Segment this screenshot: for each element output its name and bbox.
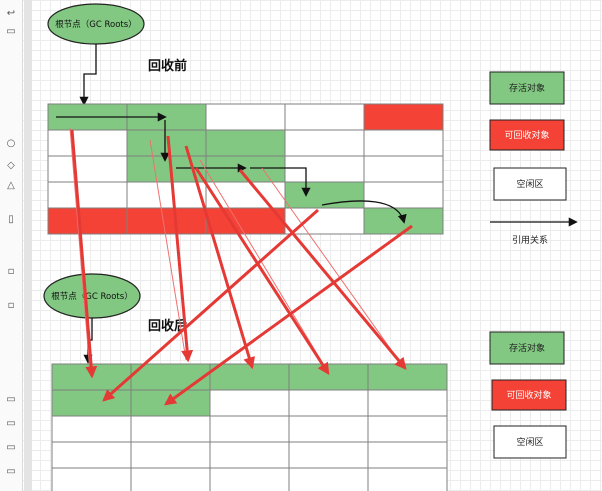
before-cell-live[interactable] [126,129,207,157]
legend-live-swatch[interactable] [489,71,565,105]
compaction-arrows [69,127,413,406]
legend-free-swatch[interactable] [493,425,567,459]
move-arrow [70,129,98,379]
shape-icon[interactable]: ▫ [7,266,15,277]
after-cell-free[interactable] [367,389,448,417]
after-cell-free[interactable] [367,467,448,491]
shape-icon[interactable]: ▭ [6,418,16,429]
left-toolbar: ↩ ▭ ○ ◇ △ ▯ ▫ ▫ ▭ ▭ ▭ ▭ [0,0,23,491]
before-cell-free[interactable] [363,181,444,209]
legend-live-label: 存活对象 [509,82,545,94]
before-cell-free[interactable] [284,129,365,157]
legend-garbage-label: 可回收对象 [504,129,549,141]
title-after: 回收后 [148,318,187,334]
shape-icon[interactable]: ◇ [7,160,15,171]
shape-icon[interactable]: ▭ [6,394,16,405]
after-cell-free[interactable] [130,415,211,443]
after-cell-free[interactable] [130,441,211,469]
circle-icon[interactable]: ○ [6,138,16,149]
before-cell-free[interactable] [363,155,444,183]
before-grid [47,103,444,235]
after-cell-free[interactable] [209,415,290,443]
after-section: 根节点（GC Roots） 回收后 [43,273,448,491]
after-cell-free[interactable] [51,441,132,469]
after-cell-free[interactable] [367,441,448,469]
legend-reference-label: 引用关系 [512,234,548,246]
reference-arrow [321,200,407,224]
legend-free-label: 空闲区 [516,178,543,190]
before-cell-free[interactable] [284,207,365,235]
legend-free-label: 空闲区 [516,436,543,448]
after-cell-free[interactable] [288,441,369,469]
legend-garbage-swatch[interactable] [491,379,567,411]
after-cell-free[interactable] [367,415,448,443]
before-cell-free[interactable] [205,103,286,131]
legend-garbage-swatch[interactable] [489,119,565,151]
gc-roots-label-before: 根节点（GC Roots） [55,19,136,30]
toolbar-icon[interactable]: ↩ [6,8,16,19]
before-cell-free[interactable] [363,129,444,157]
legend-bottom: 存活对象 可回收对象 空闲区 [489,331,567,459]
after-cell-live[interactable] [130,363,211,391]
after-grid [51,363,448,491]
toolbar-icon[interactable]: ▭ [6,26,16,37]
shape-icon[interactable]: ▭ [6,466,16,477]
move-arrow [166,135,194,363]
after-cell-live[interactable] [209,363,290,391]
before-cell-garbage[interactable] [126,207,207,235]
gc-roots-label-after: 根节点（GC Roots） [51,291,132,302]
move-guide-line [149,139,187,361]
after-cell-free[interactable] [130,467,211,491]
before-cell-free[interactable] [284,155,365,183]
vertical-scrollbar[interactable] [24,0,32,491]
move-arrow [102,208,319,402]
move-arrow [238,169,407,370]
reference-arrow [250,167,311,197]
legend-free-swatch[interactable] [493,167,567,201]
before-cell-free[interactable] [47,129,128,157]
shape-icon[interactable]: △ [7,180,15,191]
after-cell-free[interactable] [288,467,369,491]
before-cell-free[interactable] [126,181,207,209]
before-cell-free[interactable] [47,155,128,183]
before-cell-free[interactable] [47,181,128,209]
before-cell-garbage[interactable] [47,207,128,235]
legend-top: 存活对象 可回收对象 空闲区 引用关系 [489,71,578,246]
before-cell-garbage[interactable] [363,103,444,131]
after-cell-free[interactable] [209,441,290,469]
move-arrow [184,145,256,370]
after-cell-free[interactable] [209,467,290,491]
before-cell-live[interactable] [284,181,365,209]
after-cell-free[interactable] [288,389,369,417]
before-section: 根节点（GC Roots） 回收前 [47,3,444,235]
after-cell-live[interactable] [130,389,211,417]
after-cell-free[interactable] [51,467,132,491]
legend-garbage-label: 可回收对象 [506,389,551,401]
move-guide-line [69,127,91,373]
shape-icon[interactable]: ▯ [8,214,14,225]
title-before: 回收前 [148,58,187,74]
move-guide-line [199,159,329,373]
after-cell-free[interactable] [209,389,290,417]
shape-icon[interactable]: ▭ [6,442,16,453]
after-cell-live[interactable] [288,363,369,391]
after-cell-free[interactable] [288,415,369,443]
move-arrow [164,224,413,406]
reference-arrow [79,44,97,106]
move-guide-line [261,167,405,369]
after-cell-live[interactable] [51,389,132,417]
shape-icon[interactable]: ▫ [7,300,15,311]
legend-live-swatch[interactable] [489,331,565,365]
before-cell-free[interactable] [284,103,365,131]
after-cell-live[interactable] [367,363,448,391]
before-cell-live[interactable] [205,129,286,157]
move-arrow [194,167,330,376]
after-cell-free[interactable] [51,415,132,443]
legend-live-label: 存活对象 [509,342,545,354]
